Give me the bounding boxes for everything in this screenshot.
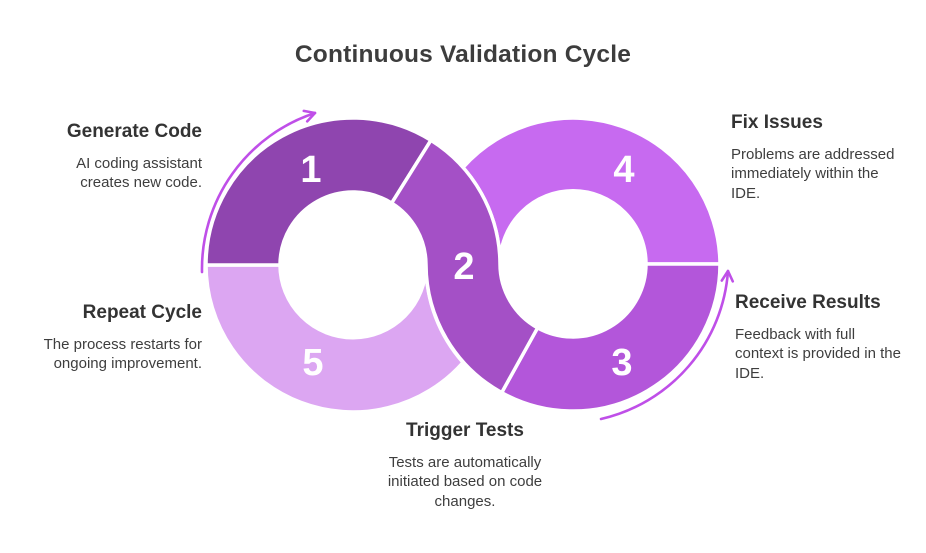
step-heading-trigger-tests: Trigger Tests <box>406 420 524 441</box>
step-body-trigger-tests: Tests are automatically initiated based … <box>387 453 543 510</box>
step-label-fix-issues: Fix Issues Problems are addressed immedi… <box>731 112 903 203</box>
segment-2-trigger-tests <box>389 138 540 395</box>
segment-1-generate-code <box>204 116 433 267</box>
step-body-generate-code: AI coding assistant creates new code. <box>76 154 202 192</box>
segment-5-number: 5 <box>302 342 323 384</box>
cycle-arrow-bottom-right-icon <box>599 269 735 421</box>
segment-2-number: 2 <box>453 246 474 288</box>
page-title: Continuous Validation Cycle <box>294 41 632 68</box>
segment-4-fix-issues <box>461 116 722 266</box>
step-heading-fix-issues: Fix Issues <box>731 112 823 133</box>
step-label-trigger-tests: Trigger Tests Tests are automatically in… <box>375 420 555 511</box>
step-label-receive-results: Receive Results Feedback with full conte… <box>735 292 903 383</box>
step-body-fix-issues: Problems are addressed immediately withi… <box>731 145 895 202</box>
step-heading-generate-code: Generate Code <box>66 121 202 142</box>
step-heading-repeat-cycle: Repeat Cycle <box>82 302 202 323</box>
segment-4-number: 4 <box>613 149 634 191</box>
segment-5-repeat-cycle <box>204 262 465 414</box>
step-body-repeat-cycle: The process restarts for ongoing improve… <box>43 335 202 373</box>
cycle-arrow-top-left-icon <box>200 109 317 274</box>
segment-3-receive-results <box>499 262 722 413</box>
step-label-repeat-cycle: Repeat Cycle The process restarts for on… <box>27 302 202 374</box>
step-label-generate-code: Generate Code AI coding assistant create… <box>37 121 202 193</box>
step-heading-receive-results: Receive Results <box>735 292 881 313</box>
segment-3-number: 3 <box>611 342 632 384</box>
step-body-receive-results: Feedback with full context is provided i… <box>735 325 901 382</box>
segment-1-number: 1 <box>300 149 321 191</box>
